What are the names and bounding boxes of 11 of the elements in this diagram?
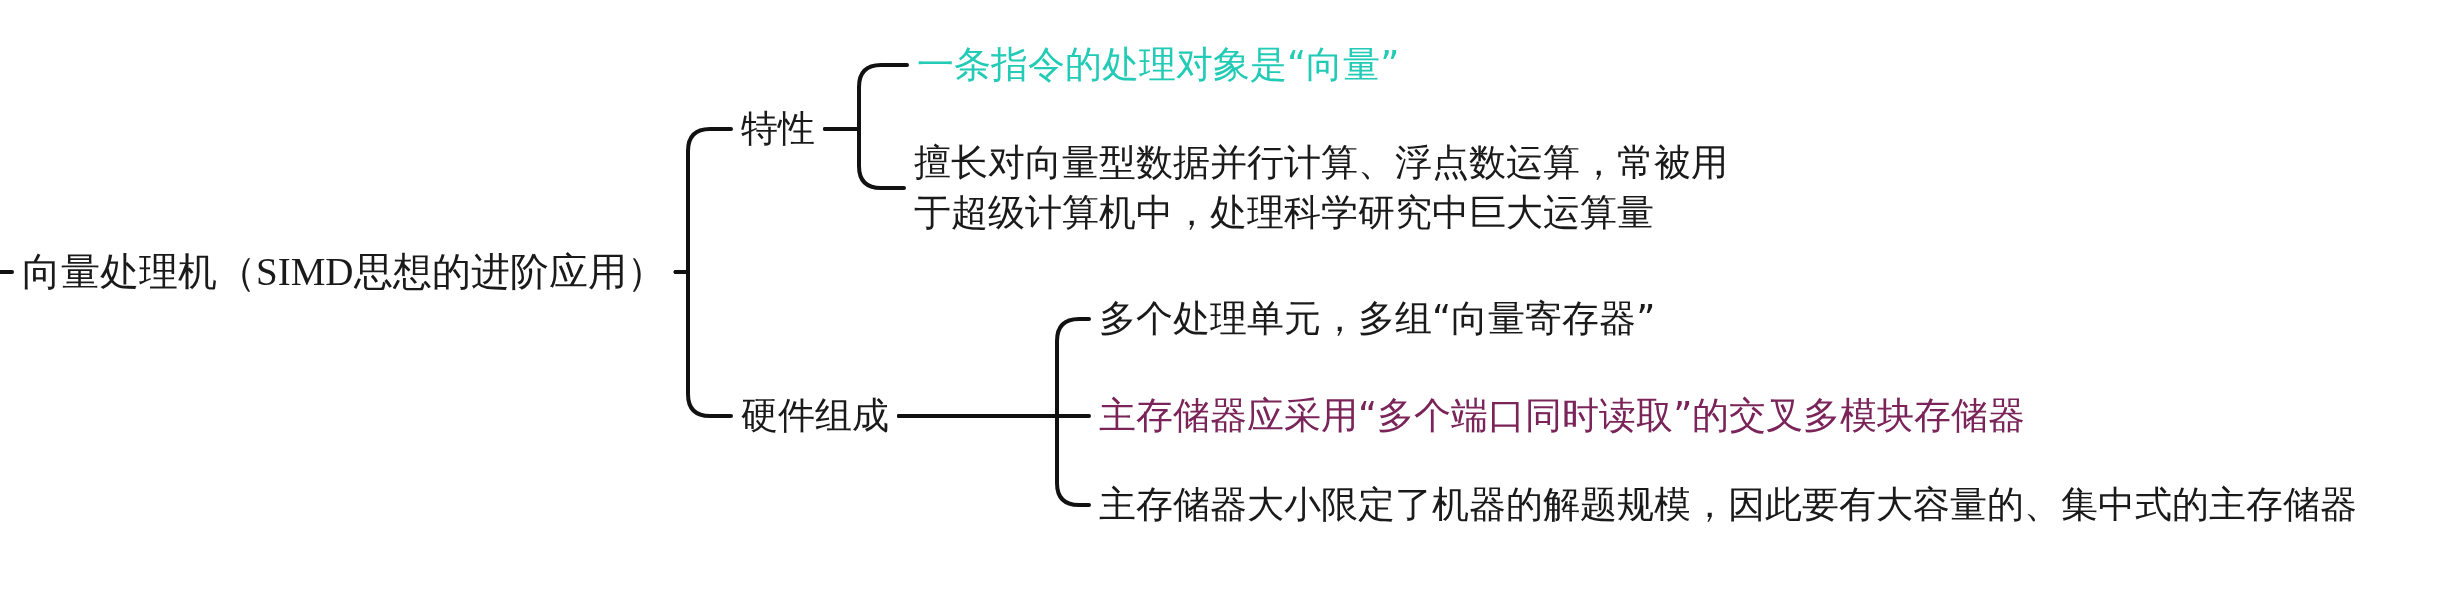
leaf-topic: 一条指令的处理对象是“向量” <box>907 40 1410 90</box>
leaf-topic: 主存储器应采用“多个端口同时读取”的交叉多模块存储器 <box>1089 391 2036 441</box>
leaf-topic: 多个处理单元，多组“向量寄存器” <box>1089 294 1666 344</box>
central-topic: 向量处理机（SIMD思想的进阶应用） <box>12 247 676 297</box>
branch-topic: 特性 <box>731 104 825 154</box>
leaf-topic: 擅长对向量型数据并行计算、浮点数运算，常被用于超级计算机中，处理科学研究中巨大运算量 <box>904 138 1753 238</box>
branch-topic: 硬件组成 <box>731 391 899 441</box>
branch-connector <box>0 270 14 274</box>
branch-connector <box>673 270 733 418</box>
leaf-topic: 主存储器大小限定了机器的解题规模，因此要有大容量的、集中式的主存储器 <box>1089 480 2367 530</box>
branch-connector <box>823 127 906 190</box>
